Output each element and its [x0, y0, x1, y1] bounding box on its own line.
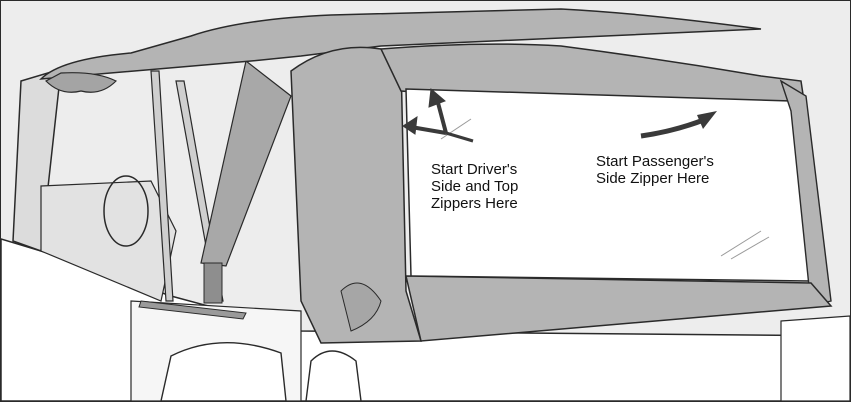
- rear-body: [781, 316, 850, 401]
- belt-buckle: [204, 263, 222, 303]
- driver-zipper-callout: Start Driver's Side and Top Zippers Here: [431, 161, 518, 212]
- passenger-zipper-callout: Start Passenger's Side Zipper Here: [596, 153, 714, 187]
- wheel-arch: [161, 343, 286, 401]
- tail-light: [306, 351, 361, 401]
